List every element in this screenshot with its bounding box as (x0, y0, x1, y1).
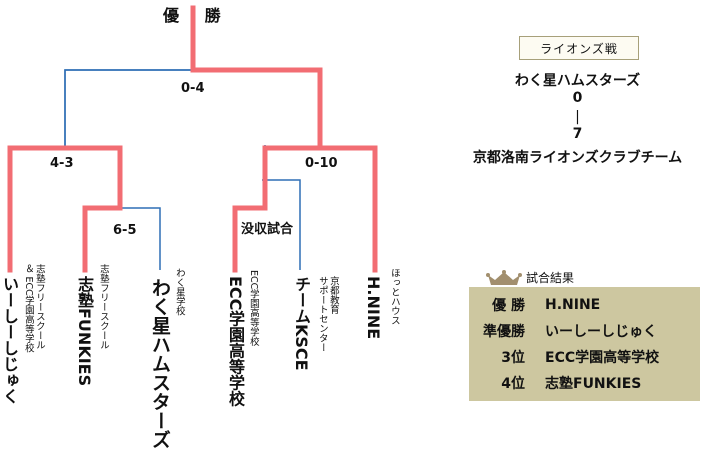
champion-title: 優 勝 (163, 6, 231, 25)
result-row: 4位 志塾FUNKIES (469, 370, 700, 396)
team-name-6: H.NINE (364, 276, 383, 340)
score-semi-left: 4-3 (50, 156, 74, 171)
team-affiliation-3: わく星学校 (173, 268, 185, 316)
result-rank: 準優勝 (483, 324, 525, 340)
score-semi-right: 0-10 (305, 156, 338, 171)
lions-score-bottom: 7 (572, 126, 583, 142)
result-team: 志塾FUNKIES (545, 376, 642, 392)
score-quarter-left: 6-5 (113, 223, 137, 238)
bracket-line-winner (7, 145, 68, 273)
team-name-4: ECC学園高等学校 (226, 276, 245, 407)
bracket-line-loser (64, 69, 193, 148)
lions-score-top: 0 (572, 90, 583, 106)
team-affiliation-2: 志塾フリースクール (97, 264, 109, 350)
results-header: 試合結果 (486, 269, 574, 286)
result-row: 準優勝 いーしーしじゅく (469, 318, 700, 344)
bracket-line-loser (64, 69, 193, 148)
crown-icon (486, 269, 522, 285)
result-rank: 4位 (501, 376, 525, 392)
result-row: 優 勝 H.NINE (469, 292, 700, 318)
team-affiliation-4: ECC学園高等学校 (247, 270, 259, 347)
bracket-line-loser (120, 207, 161, 270)
lions-match-title: ライオンズ戦 (519, 36, 639, 60)
results-panel: 優 勝 H.NINE 準優勝 いーしーしじゅく 3位 ECC学園高等学校 4位 … (469, 287, 700, 401)
tournament-bracket (7, 5, 378, 273)
result-team: ECC学園高等学校 (545, 350, 660, 366)
lions-team-bottom: 京都洛南ライオンズクラブチーム (472, 150, 683, 166)
result-team: H.NINE (545, 297, 601, 313)
results-title: 試合結果 (526, 271, 575, 285)
result-rank: 3位 (501, 350, 525, 366)
team-affiliation-1: 志塾フリースクール＆ ECC学園高等学校 (22, 264, 45, 353)
bracket-line-winner (62, 145, 123, 273)
score-quarter-right: 没収試合 (241, 222, 294, 237)
team-name-5: チームKSCE (292, 276, 311, 371)
bracket-line-winner (190, 5, 323, 151)
team-affiliation-5: 京都教育サポートセンター (316, 276, 339, 352)
result-row: 3位 ECC学園高等学校 (469, 344, 700, 370)
lions-score-dash: | (575, 109, 580, 125)
bracket-line-loser (193, 69, 321, 148)
result-rank: 優 勝 (492, 298, 525, 314)
bracket-line-winner (232, 145, 323, 273)
lions-team-top: わく星ハムスターズ (514, 73, 641, 89)
score-final: 0-4 (181, 81, 205, 96)
team-name-3: わく星ハムスターズ (149, 278, 171, 449)
bracket-line-winner (317, 145, 378, 273)
team-affiliation-6: ほっとハウス (388, 268, 400, 325)
bracket-line-loser (262, 179, 301, 270)
team-name-1: いーしーしじゅく (0, 276, 19, 404)
team-name-2: 志塾FUNKIES (75, 276, 94, 387)
result-team: いーしーしじゅく (545, 324, 657, 340)
